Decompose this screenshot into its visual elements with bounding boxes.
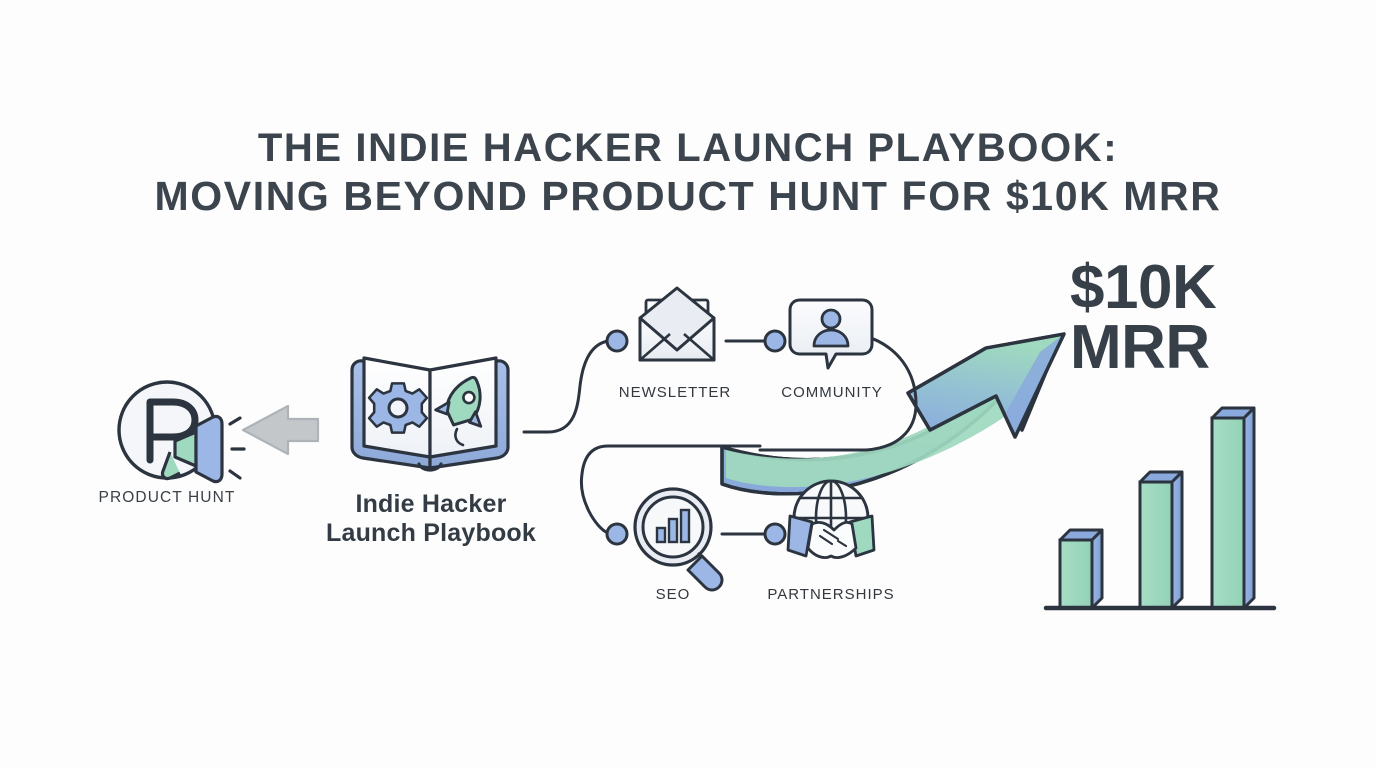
channel-label-partnerships: PARTNERSHIPS — [767, 586, 895, 603]
magnifier-bar-chart-icon — [633, 487, 724, 592]
growth-arrow-icon — [720, 332, 1066, 496]
node-dot-seo — [605, 522, 629, 546]
growth-bar-chart — [1043, 406, 1277, 611]
channel-label-seo: SEO — [655, 586, 691, 603]
node-dot-partnerships — [763, 522, 787, 546]
rocket-icon — [434, 375, 483, 447]
connector-paths — [522, 333, 918, 536]
connector-community-to-arrow — [758, 333, 918, 452]
connector-nodes — [605, 329, 787, 546]
open-book-icon — [350, 356, 510, 472]
bar-2 — [1138, 470, 1184, 610]
handshake-glyph — [786, 514, 876, 559]
connector-book-to-newsletter — [522, 339, 610, 434]
node-dot-community — [763, 329, 787, 353]
playbook-label: Indie Hacker Launch Playbook — [326, 490, 536, 548]
channel-label-community: COMMUNITY — [781, 384, 883, 401]
goal-amount: $10K — [1070, 253, 1217, 322]
channel-label-newsletter: NEWSLETTER — [618, 384, 732, 401]
bar-1 — [1058, 528, 1104, 610]
product-hunt-label: PRODUCT HUNT — [98, 489, 236, 506]
gear-icon — [367, 382, 429, 434]
goal-unit: MRR — [1070, 313, 1210, 382]
gray-right-arrow-icon — [241, 404, 320, 456]
bar-chart-glyph — [655, 508, 691, 544]
globe-handshake-icon — [786, 479, 876, 559]
goal-amount-label: $10K MRR — [1070, 253, 1217, 382]
bar-3 — [1210, 406, 1256, 610]
speech-bubble-person-icon — [788, 298, 874, 370]
envelope-newsletter-icon — [638, 286, 716, 362]
node-dot-newsletter — [605, 329, 629, 353]
product-hunt-megaphone-icon — [117, 380, 246, 484]
playbook-label-line1: Indie Hacker — [355, 490, 507, 518]
playbook-label-line2: Launch Playbook — [326, 519, 536, 547]
megaphone-icon — [160, 414, 246, 484]
connector-book-to-seo — [579, 444, 762, 535]
